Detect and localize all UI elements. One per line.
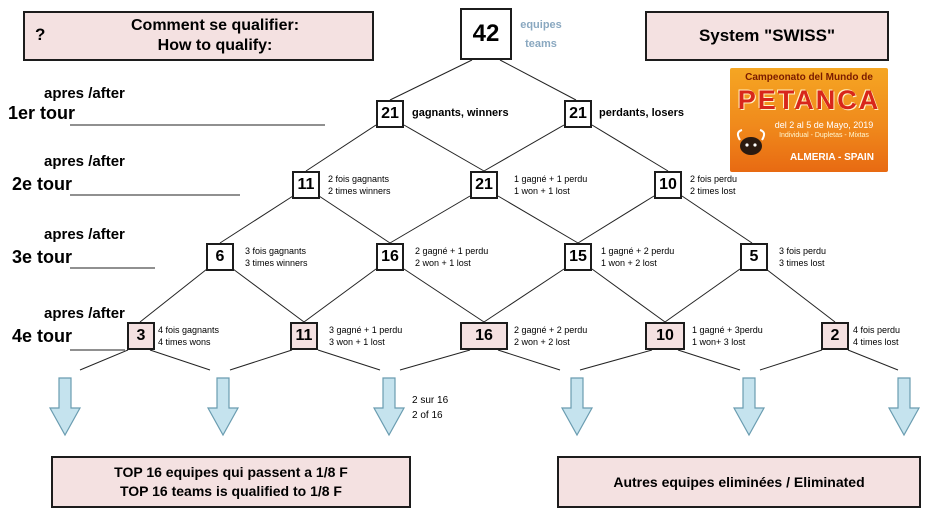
r1-winners-node: 21 bbox=[376, 100, 404, 128]
start-label: equipes teams bbox=[520, 19, 562, 50]
r3-node-3: 15 bbox=[564, 243, 592, 271]
top16-en: TOP 16 teams is qualified to 1/8 F bbox=[119, 483, 342, 499]
round-3-name: 3e tour bbox=[12, 247, 73, 267]
r1-winners-label: gagnants, winners bbox=[412, 107, 509, 119]
round-4-name: 4e tour bbox=[12, 326, 73, 346]
system-title: System "SWISS" bbox=[698, 26, 836, 45]
down-arrow-2 bbox=[206, 377, 240, 437]
round-4-after: apres /after bbox=[44, 305, 125, 322]
eliminated-label: Autres equipes eliminées / Eliminated bbox=[613, 474, 865, 490]
round-2-after: apres /after bbox=[44, 153, 125, 170]
down-arrow-6 bbox=[887, 377, 921, 437]
r3-node-2: 16 bbox=[376, 243, 404, 271]
r4-node-3: 16 bbox=[460, 322, 508, 350]
r3-node-1: 6 bbox=[206, 243, 234, 271]
system-box: System "SWISS" bbox=[645, 11, 889, 61]
r4-node-1: 3 bbox=[127, 322, 155, 350]
top16-fr: TOP 16 equipes qui passent a 1/8 F bbox=[114, 464, 348, 480]
start-node: 42 bbox=[460, 8, 512, 60]
down-arrow-3 bbox=[372, 377, 406, 437]
round-2-name: 2e tour bbox=[12, 174, 73, 194]
question-mark: ? bbox=[35, 25, 46, 44]
r4-node-5: 2 bbox=[821, 322, 849, 350]
eliminated-box: Autres equipes eliminées / Eliminated bbox=[557, 456, 921, 508]
r1-losers-label: perdants, losers bbox=[599, 107, 684, 119]
round-1-name: 1er tour bbox=[8, 103, 76, 123]
round-1-after: apres /after bbox=[44, 85, 125, 102]
top16-box: TOP 16 equipes qui passent a 1/8 F TOP 1… bbox=[51, 456, 411, 508]
r2-node-3: 10 bbox=[654, 171, 682, 199]
round-3-after: apres /after bbox=[44, 226, 125, 243]
r2-node-1: 11 bbox=[292, 171, 320, 199]
r4-node-4: 10 bbox=[645, 322, 685, 350]
down-arrow-4 bbox=[560, 377, 594, 437]
r3-node-4: 5 bbox=[740, 243, 768, 271]
qualify-box: ? Comment se qualifier: How to qualify: bbox=[23, 11, 374, 61]
qualify-title-en: How to qualify: bbox=[157, 37, 273, 54]
down-arrow-5 bbox=[732, 377, 766, 437]
bull-icon bbox=[736, 129, 766, 155]
r1-losers-node: 21 bbox=[564, 100, 592, 128]
down-arrow-1 bbox=[48, 377, 82, 437]
championship-logo: Campeonato del Mundo de PETANCA del 2 al… bbox=[730, 68, 888, 172]
r2-node-2: 21 bbox=[470, 171, 498, 199]
qualify-title-fr: Comment se qualifier: bbox=[130, 17, 300, 34]
r4-node-2: 11 bbox=[290, 322, 318, 350]
